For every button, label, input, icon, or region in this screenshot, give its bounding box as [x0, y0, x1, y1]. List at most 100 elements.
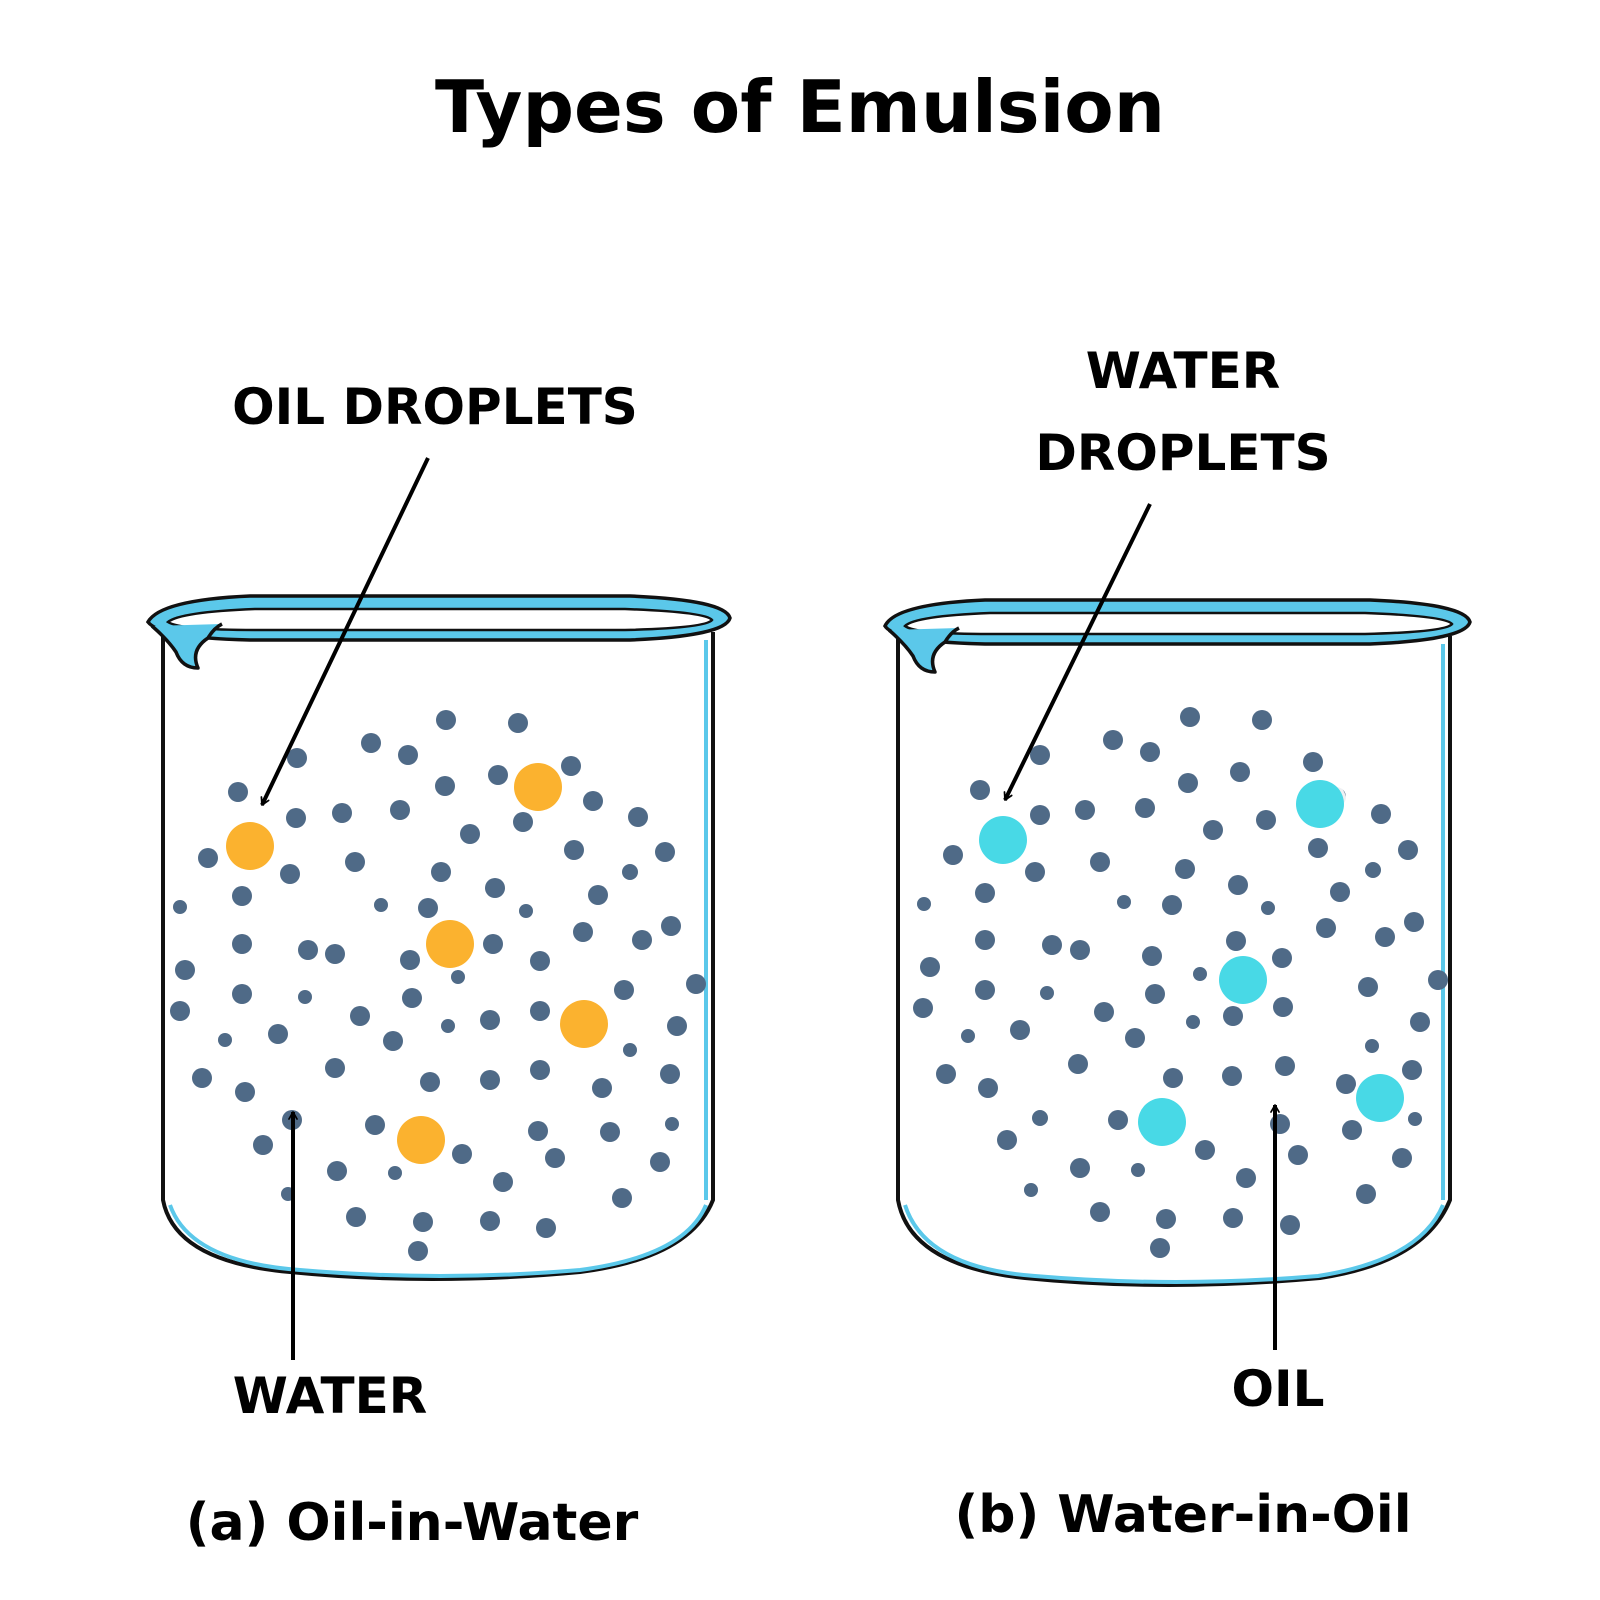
water-droplet — [979, 816, 1027, 864]
particle — [325, 944, 345, 964]
particle — [451, 970, 465, 984]
particle — [1125, 1028, 1145, 1048]
particle — [943, 845, 963, 865]
particle — [614, 980, 634, 1000]
particle — [232, 886, 252, 906]
particle — [650, 1152, 670, 1172]
particle — [1108, 1110, 1128, 1130]
particle — [1178, 773, 1198, 793]
particle — [485, 878, 505, 898]
caption-water-in-oil: (b) Water-in-Oil — [954, 1485, 1411, 1545]
particle — [441, 1019, 455, 1033]
particle — [1226, 931, 1246, 951]
particle — [1365, 862, 1381, 878]
particle — [365, 1115, 385, 1135]
particle — [418, 898, 438, 918]
particle — [561, 756, 581, 776]
particle — [1025, 862, 1045, 882]
particle — [345, 852, 365, 872]
particle — [530, 951, 550, 971]
particle — [1140, 742, 1160, 762]
particle — [975, 883, 995, 903]
water-droplet — [1356, 1074, 1404, 1122]
particle — [170, 1001, 190, 1021]
beaker-rim-inner — [903, 611, 1454, 636]
particle — [218, 1033, 232, 1047]
particle — [1252, 710, 1272, 730]
oil-droplet — [397, 1116, 445, 1164]
oil-droplets — [223, 760, 611, 1167]
particle — [588, 885, 608, 905]
particle — [1275, 1056, 1295, 1076]
particle — [622, 864, 638, 880]
oil-droplet — [560, 1000, 608, 1048]
particle — [978, 1078, 998, 1098]
particle — [1156, 1209, 1176, 1229]
particle — [388, 1166, 402, 1180]
particle — [536, 1218, 556, 1238]
particle — [1336, 1074, 1356, 1094]
beaker-spout — [887, 626, 960, 674]
particle — [1175, 859, 1195, 879]
particle — [528, 1121, 548, 1141]
particle — [1316, 918, 1336, 938]
particle — [665, 1117, 679, 1131]
particle — [1042, 935, 1062, 955]
particle — [1371, 804, 1391, 824]
particle — [1410, 1012, 1430, 1032]
particle — [1193, 967, 1207, 981]
particle — [1236, 1168, 1256, 1188]
particle — [483, 934, 503, 954]
particle — [917, 897, 931, 911]
particle — [513, 812, 533, 832]
particle — [460, 824, 480, 844]
particle — [1117, 895, 1131, 909]
particle — [488, 765, 508, 785]
particle — [1070, 940, 1090, 960]
particle — [346, 1207, 366, 1227]
oil-droplet — [426, 920, 474, 968]
particle — [1428, 970, 1448, 990]
particle — [686, 974, 706, 994]
particle — [1261, 901, 1275, 915]
particle — [287, 748, 307, 768]
particle — [623, 1043, 637, 1057]
beaker-bottom-shading — [903, 1204, 1445, 1284]
particle — [660, 1064, 680, 1084]
particle — [1392, 1148, 1412, 1168]
particle — [583, 791, 603, 811]
particle — [1375, 927, 1395, 947]
particle — [192, 1068, 212, 1088]
particle — [253, 1135, 273, 1155]
particle — [545, 1148, 565, 1168]
particle — [1222, 1066, 1242, 1086]
particle — [1010, 1020, 1030, 1040]
particle — [327, 1161, 347, 1181]
particle — [1103, 730, 1123, 750]
particle — [1090, 852, 1110, 872]
particle — [1356, 1184, 1376, 1204]
particle — [1272, 948, 1292, 968]
beaker-rim-inner — [165, 607, 714, 632]
beaker-bottom-shading — [168, 1204, 708, 1278]
particle — [600, 1122, 620, 1142]
caption-oil-in-water: (a) Oil-in-Water — [186, 1493, 639, 1553]
particle — [1094, 1002, 1114, 1022]
particle — [1228, 875, 1248, 895]
particle — [1303, 752, 1323, 772]
particle — [402, 988, 422, 1008]
particle — [175, 960, 195, 980]
particle — [1068, 1054, 1088, 1074]
particle — [592, 1078, 612, 1098]
particle — [1408, 1112, 1422, 1126]
particle — [280, 864, 300, 884]
particle — [1180, 707, 1200, 727]
particle — [920, 957, 940, 977]
particle — [480, 1010, 500, 1030]
particle — [530, 1060, 550, 1080]
oil-droplet — [514, 763, 562, 811]
particle — [1186, 1015, 1200, 1029]
particle — [1163, 1068, 1183, 1088]
particle — [431, 862, 451, 882]
